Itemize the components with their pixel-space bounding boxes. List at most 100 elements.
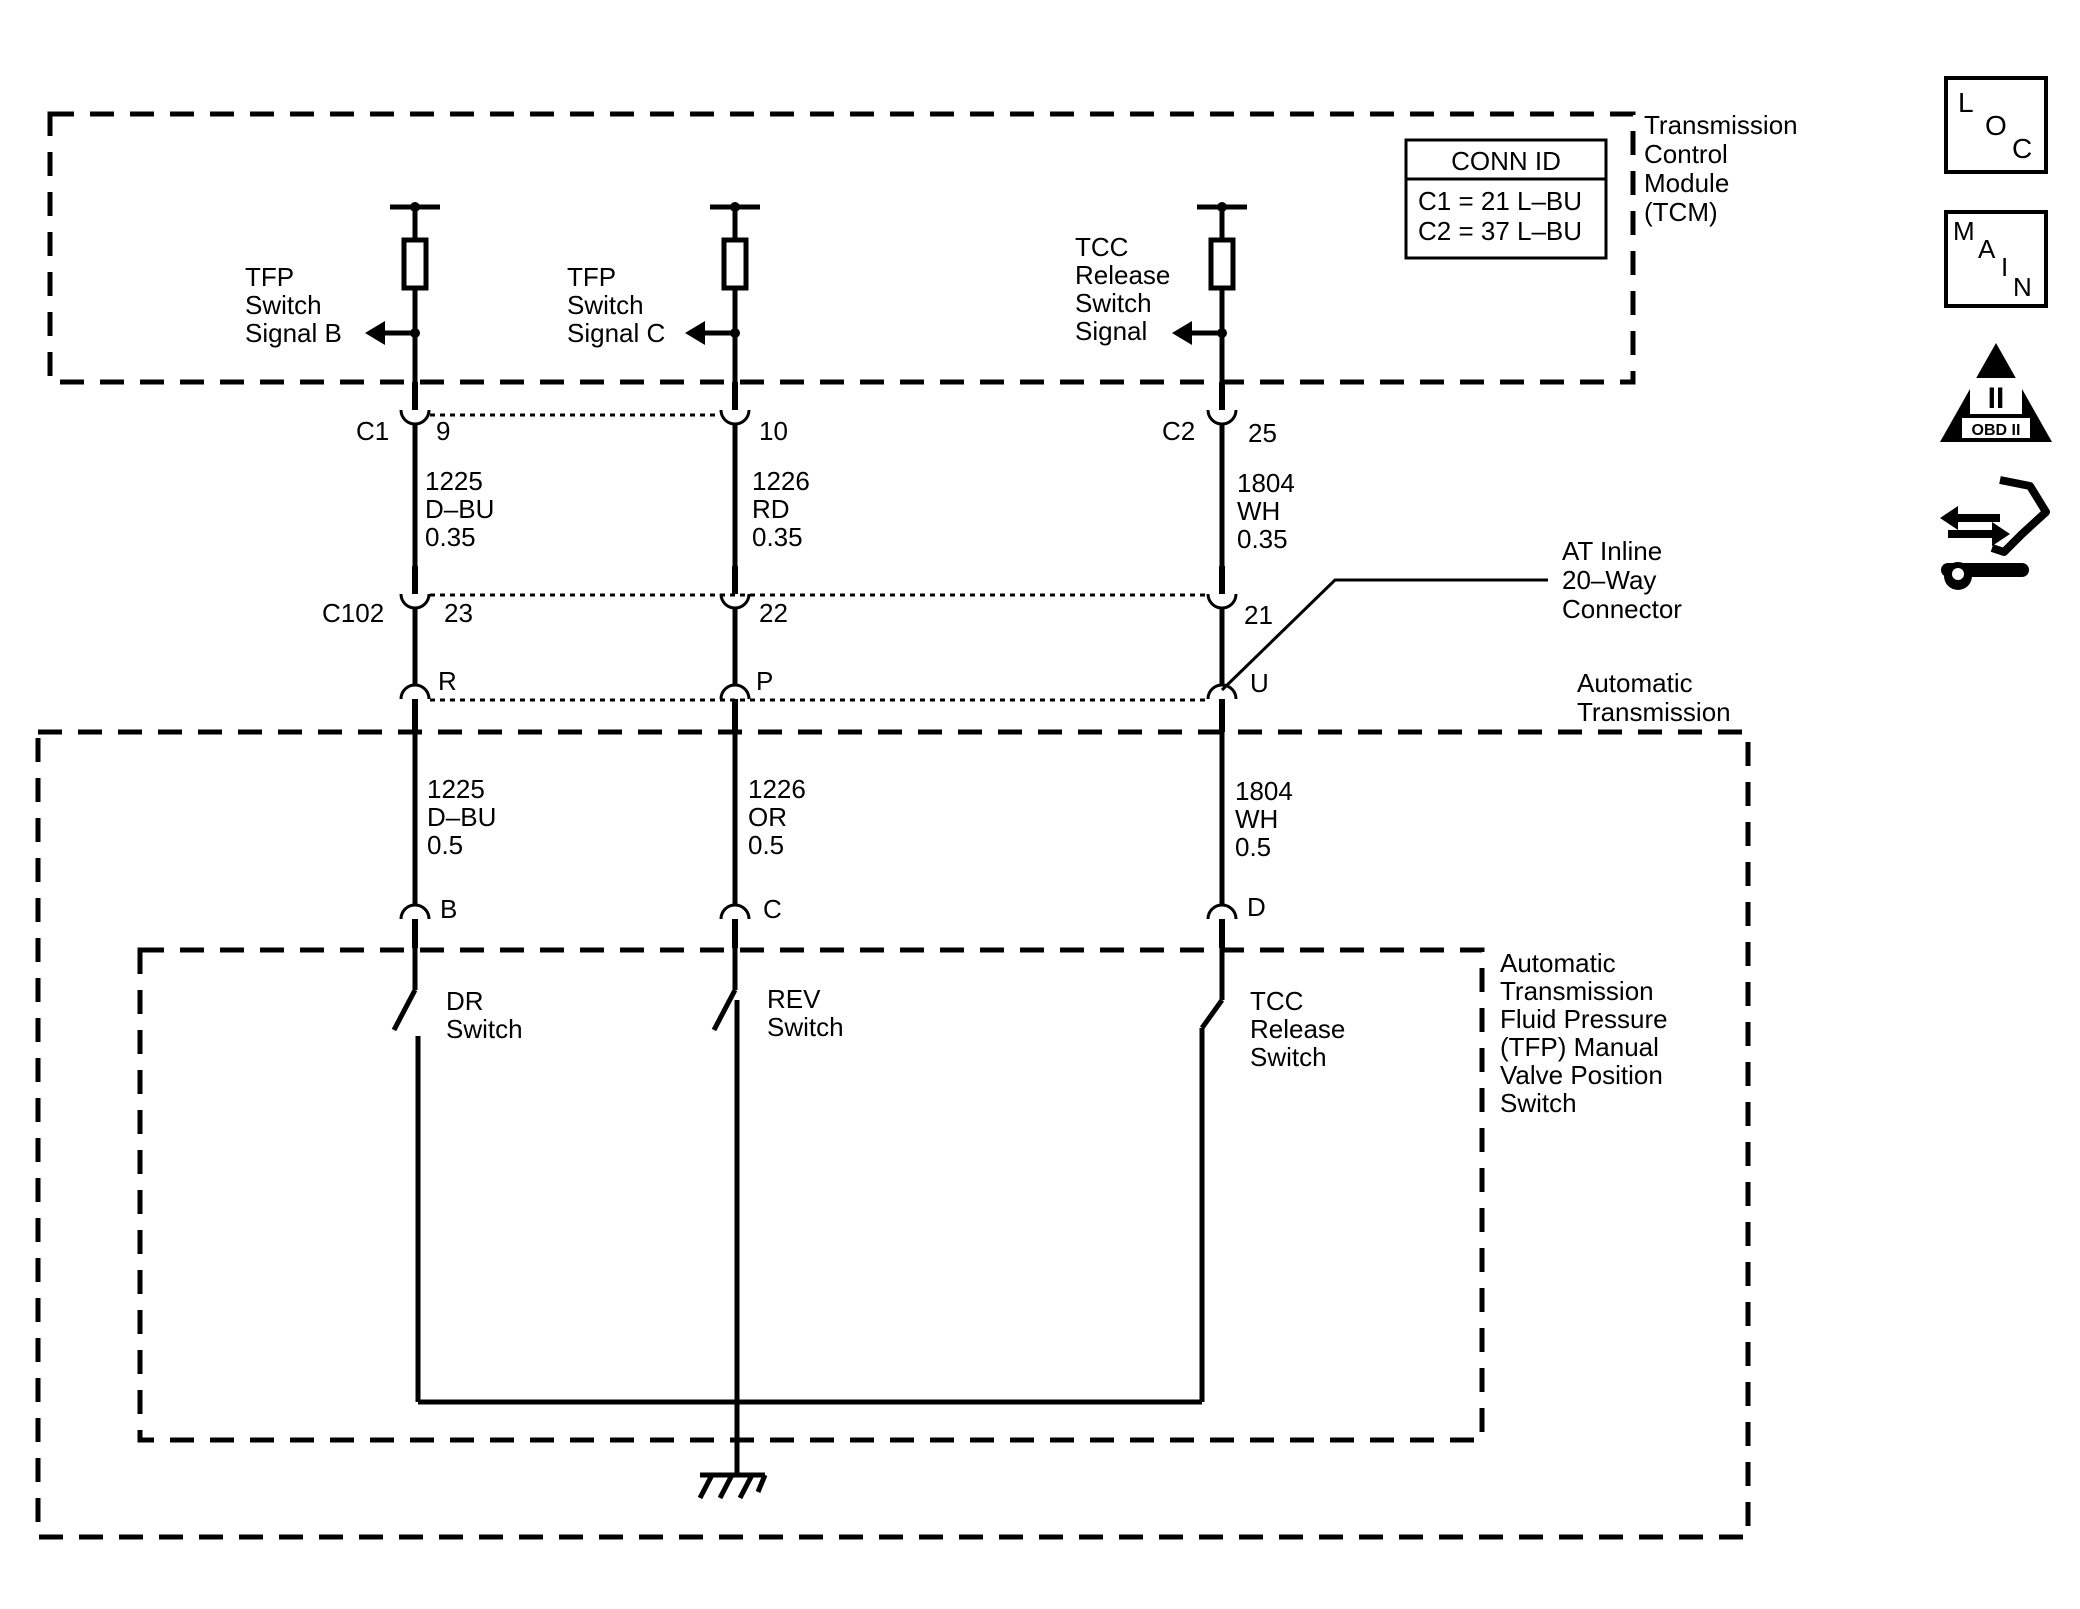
svg-text:WH: WH	[1235, 804, 1278, 834]
rev-switch-label: REV Switch	[767, 984, 844, 1042]
pin-label: R	[438, 666, 457, 696]
svg-text:AT Inline: AT Inline	[1562, 536, 1662, 566]
svg-text:L: L	[1958, 87, 1974, 118]
svg-text:TCC: TCC	[1075, 232, 1128, 262]
dr-switch-label: DR Switch	[446, 986, 523, 1044]
svg-text:M: M	[1953, 216, 1975, 246]
svg-text:TFP: TFP	[245, 262, 294, 292]
circuit-tfp-signal-c	[685, 202, 760, 1475]
pin-label: 25	[1248, 418, 1277, 448]
svg-text:0.5: 0.5	[748, 830, 784, 860]
svg-text:O: O	[1985, 110, 2007, 141]
svg-text:Switch: Switch	[245, 290, 322, 320]
svg-text:1225: 1225	[425, 466, 483, 496]
svg-text:REV: REV	[767, 984, 821, 1014]
ground-bus	[418, 1399, 1202, 1500]
svg-text:Switch: Switch	[567, 290, 644, 320]
svg-text:OR: OR	[748, 802, 787, 832]
svg-text:Switch: Switch	[1500, 1088, 1577, 1118]
circuit-tcc-release-signal	[1172, 202, 1247, 1402]
svg-text:OBD II: OBD II	[1972, 422, 2021, 439]
wire-label: 1226 RD 0.35	[752, 466, 810, 552]
main-icon[interactable]: M A I N	[1944, 210, 2048, 308]
svg-text:Signal B: Signal B	[245, 318, 342, 348]
tcm-module-box	[47, 111, 1636, 385]
wire-label: 1804 WH 0.35	[1237, 468, 1295, 554]
tcc-release-switch-label: TCC Release Switch	[1250, 986, 1345, 1072]
automatic-transmission-box	[35, 729, 1751, 1540]
svg-text:Switch: Switch	[446, 1014, 523, 1044]
svg-text:I: I	[2001, 252, 2008, 282]
svg-text:1225: 1225	[427, 774, 485, 804]
svg-text:Connector: Connector	[1562, 594, 1682, 624]
svg-text:1804: 1804	[1235, 776, 1293, 806]
svg-text:Release: Release	[1250, 1014, 1345, 1044]
svg-text:A: A	[1978, 234, 1996, 264]
svg-text:RD: RD	[752, 494, 790, 524]
svg-text:Release: Release	[1075, 260, 1170, 290]
at-inline-connector-label: AT Inline 20–Way Connector	[1562, 536, 1682, 624]
inline-connector-leader	[1220, 578, 1548, 692]
svg-text:Switch: Switch	[1250, 1042, 1327, 1072]
svg-text:DR: DR	[446, 986, 484, 1016]
pin-label: 10	[759, 416, 788, 446]
svg-text:Switch: Switch	[1075, 288, 1152, 318]
svg-text:II: II	[1988, 382, 2005, 415]
tfp-switch-signal-c-label: TFP Switch Signal C	[567, 262, 665, 348]
svg-text:1226: 1226	[748, 774, 806, 804]
svg-text:WH: WH	[1237, 496, 1280, 526]
svg-text:Fluid Pressure: Fluid Pressure	[1500, 1004, 1668, 1034]
svg-text:0.35: 0.35	[752, 522, 803, 552]
svg-text:20–Way: 20–Way	[1562, 565, 1656, 595]
svg-text:CONN ID: CONN ID	[1451, 146, 1561, 176]
tcm-module-label: Transmission Control Module (TCM)	[1644, 110, 1798, 227]
connector-c1-label: C1	[356, 416, 389, 446]
loc-icon[interactable]: L O C	[1944, 76, 2048, 174]
tcc-release-switch-signal-label: TCC Release Switch Signal	[1075, 232, 1170, 346]
svg-text:1804: 1804	[1237, 468, 1295, 498]
svg-text:D–BU: D–BU	[427, 802, 496, 832]
svg-text:C: C	[2012, 133, 2032, 164]
svg-text:Transmission: Transmission	[1577, 697, 1731, 727]
svg-text:Signal: Signal	[1075, 316, 1147, 346]
svg-text:Module: Module	[1644, 168, 1729, 198]
svg-text:Control: Control	[1644, 139, 1728, 169]
automatic-transmission-label: Automatic Transmission	[1577, 668, 1731, 727]
svg-text:Transmission: Transmission	[1500, 976, 1654, 1006]
svg-text:C1 = 21 L–BU: C1 = 21 L–BU	[1418, 186, 1582, 216]
svg-text:0.35: 0.35	[425, 522, 476, 552]
tfp-switch-module-label: Automatic Transmission Fluid Pressure (T…	[1500, 948, 1668, 1118]
pin-label: 9	[436, 416, 450, 446]
pin-label: D	[1247, 892, 1266, 922]
svg-text:N: N	[2013, 272, 2032, 302]
svg-text:(TFP) Manual: (TFP) Manual	[1500, 1032, 1659, 1062]
svg-text:D–BU: D–BU	[425, 494, 494, 524]
pin-label: U	[1250, 668, 1269, 698]
svg-text:0.5: 0.5	[427, 830, 463, 860]
svg-text:Automatic: Automatic	[1577, 668, 1693, 698]
pin-label: 21	[1244, 600, 1273, 630]
svg-text:0.35: 0.35	[1237, 524, 1288, 554]
tfp-switch-box	[137, 947, 1485, 1443]
wrench-arrows-icon[interactable]	[1940, 476, 2050, 590]
svg-text:Transmission: Transmission	[1644, 110, 1798, 140]
connector-housing-lines	[430, 413, 1207, 702]
obd-ii-icon[interactable]: II OBD II	[1940, 343, 2052, 442]
wire-label: 1225 D–BU 0.35	[425, 466, 494, 552]
wire-label: 1804 WH 0.5	[1235, 776, 1293, 862]
circuit-tfp-signal-b	[365, 202, 440, 1402]
svg-text:C2 = 37 L–BU: C2 = 37 L–BU	[1418, 216, 1582, 246]
pin-label: 22	[759, 598, 788, 628]
wire-label: 1226 OR 0.5	[748, 774, 806, 860]
svg-text:TFP: TFP	[567, 262, 616, 292]
svg-text:TCC: TCC	[1250, 986, 1303, 1016]
svg-text:Signal C: Signal C	[567, 318, 665, 348]
tfp-switch-signal-b-label: TFP Switch Signal B	[245, 262, 342, 348]
conn-id-box: CONN ID C1 = 21 L–BU C2 = 37 L–BU	[1404, 138, 1608, 260]
svg-text:1226: 1226	[752, 466, 810, 496]
svg-text:Valve Position: Valve Position	[1500, 1060, 1663, 1090]
pin-label: P	[756, 666, 773, 696]
svg-text:Switch: Switch	[767, 1012, 844, 1042]
pin-label: B	[440, 894, 457, 924]
